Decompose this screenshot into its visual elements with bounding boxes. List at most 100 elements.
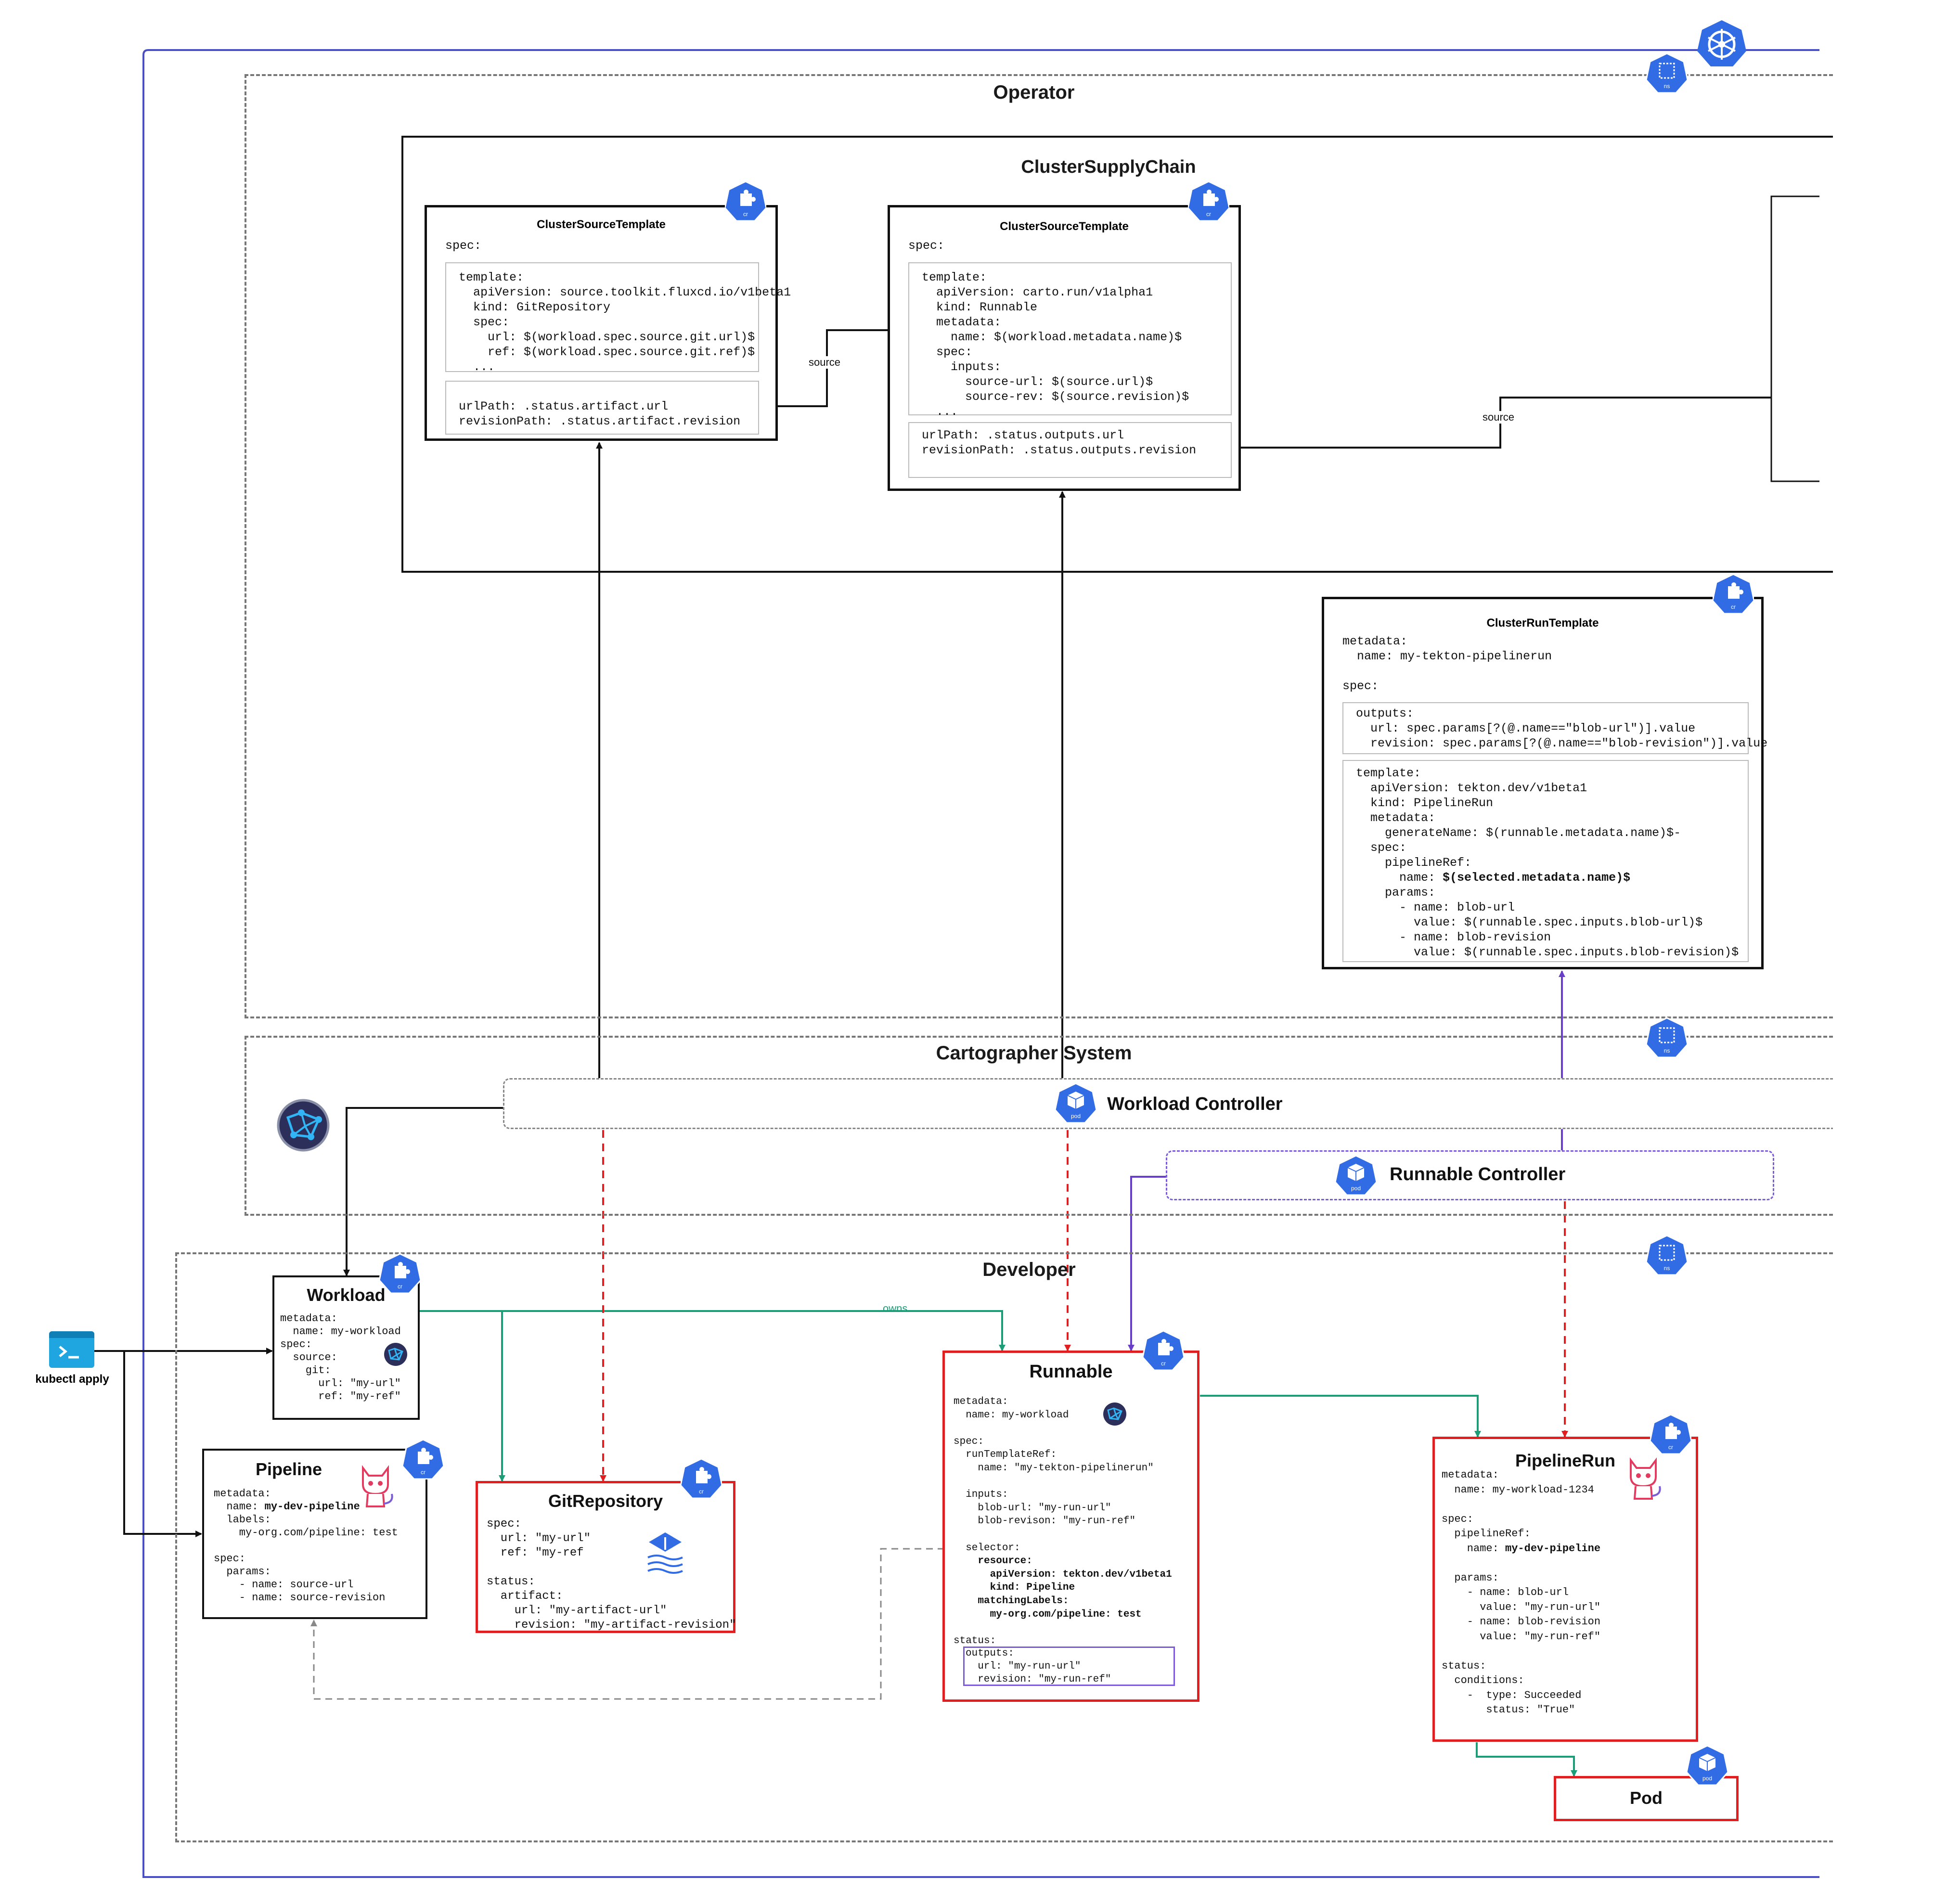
pod-badge-label: pod — [1070, 1113, 1081, 1119]
cr-badge-icon: cr — [379, 1252, 421, 1294]
pipeline-resource[interactable]: Pipeline metadata: name: my-dev-pipeline… — [202, 1449, 427, 1619]
workload-controller-label: Workload Controller — [1107, 1094, 1283, 1114]
edge-owns-gitrepository — [420, 1310, 505, 1482]
edge-owns-runnable — [420, 1310, 1006, 1351]
offpage-template-edge — [1770, 195, 1819, 482]
template-title: ClusterSourceTemplate — [537, 218, 666, 231]
runnable-controller-label: Runnable Controller — [1390, 1164, 1566, 1184]
template-paths-code: urlPath: .status.outputs.url revisionPat… — [922, 428, 1197, 457]
cartographer-small-icon — [383, 1342, 408, 1367]
cr-badge-label: cr — [421, 1469, 426, 1476]
pipelinerun-title: PipelineRun — [1515, 1451, 1616, 1470]
template-paths: urlPath: .status.artifact.url revisionPa… — [445, 381, 759, 435]
gitrepository-resource[interactable]: GitRepository spec: url: "my-url" ref: "… — [476, 1481, 736, 1633]
pipeline-title: Pipeline — [255, 1459, 322, 1479]
operator-zone: Operator — [245, 74, 1833, 1018]
edge-controller-workload — [343, 1107, 503, 1276]
template-title: ClusterSourceTemplate — [1000, 220, 1129, 233]
pod-badge-icon: pod — [1055, 1082, 1096, 1123]
pipeline-name: my-dev-pipeline — [264, 1501, 360, 1513]
pipeline-body-line-1: metadata: — [214, 1488, 271, 1500]
template-code: template: apiVersion: source.toolkit.flu… — [459, 270, 791, 374]
run-template-outputs-code: outputs: url: spec.params[?(@.name=="blo… — [1356, 707, 1768, 750]
template-body: template: apiVersion: carto.run/v1alpha1… — [908, 262, 1232, 419]
edge-runnable-controller-runnable — [1128, 1176, 1167, 1351]
kubernetes-icon — [1696, 19, 1747, 67]
run-template-code-pre: template: apiVersion: tekton.dev/v1beta1… — [1356, 766, 1681, 885]
run-template-code-post: params: - name: blob-url value: $(runnab… — [1385, 886, 1739, 959]
tekton-logo-icon — [356, 1463, 397, 1509]
flux-logo-icon — [645, 1531, 685, 1579]
kubectl-terminal-icon — [49, 1331, 94, 1368]
template-title: ClusterRunTemplate — [1486, 617, 1599, 630]
edge-selector-pipeline — [310, 1548, 944, 1700]
cartographer-system-title: Cartographer System — [936, 1042, 1132, 1064]
edge-label-owns: owns — [883, 1302, 908, 1314]
ns-badge-label: ns — [1663, 1265, 1670, 1272]
cr-badge-icon: cr — [681, 1457, 722, 1499]
template-spec-label: spec: — [445, 239, 482, 253]
workload-resource[interactable]: Workload metadata: name: my-workload spe… — [272, 1275, 420, 1420]
edge-label-source-1: source — [807, 356, 843, 369]
cr-badge-label: cr — [1206, 211, 1211, 218]
run-template-code: template: apiVersion: tekton.dev/v1beta1… — [1356, 766, 1739, 960]
cr-badge-icon: cr — [1188, 180, 1229, 221]
cluster-run-template: ClusterRunTemplate metadata: name: my-te… — [1322, 597, 1767, 969]
workload-controller[interactable]: Workload Controller — [503, 1078, 1833, 1129]
pipeline-body: metadata: name: my-dev-pipeline labels: … — [214, 1487, 398, 1604]
pod-title: Pod — [1630, 1788, 1663, 1808]
runnable-outputs: outputs: url: "my-run-url" revision: "my… — [966, 1648, 1111, 1685]
pipelinerun-pipeline-name: my-dev-pipeline — [1505, 1542, 1601, 1555]
run-template-metadata: metadata: name: my-tekton-pipelinerun sp… — [1342, 634, 1552, 693]
ns-badge-label: ns — [1663, 1047, 1670, 1054]
cr-badge-icon: cr — [725, 180, 766, 221]
pipelinerun-body-post: params: - name: blob-url value: "my-run-… — [1442, 1571, 1601, 1716]
cr-badge-label: cr — [699, 1488, 704, 1495]
pipelinerun-body: metadata: name: my-workload-1234 spec: p… — [1442, 1468, 1600, 1718]
pipeline-body-line-2: name: — [214, 1501, 265, 1513]
cartographer-logo — [276, 1098, 330, 1152]
ns-badge-label: ns — [1663, 83, 1670, 90]
cr-badge-label: cr — [398, 1283, 402, 1290]
edge-owns-pipelinerun — [1200, 1395, 1481, 1438]
cartographer-small-icon — [1102, 1402, 1127, 1427]
workload-title: Workload — [307, 1285, 386, 1305]
run-template-selected-name: $(selected.metadata.name)$ — [1443, 871, 1631, 885]
template-paths: urlPath: .status.outputs.url revisionPat… — [908, 422, 1232, 478]
runnable-title: Runnable — [1029, 1362, 1113, 1382]
runnable-body-pre: metadata: name: my-workload spec: runTem… — [954, 1396, 1154, 1554]
supply-chain-box: ClusterSupplyChain — [401, 136, 1833, 573]
cr-badge-icon: cr — [1713, 573, 1754, 614]
runnable-resource[interactable]: Runnable metadata: name: my-workload spe… — [942, 1351, 1199, 1702]
pipeline-body-rest: labels: my-org.com/pipeline: test spec: … — [214, 1514, 398, 1604]
runnable-outputs-box: outputs: url: "my-run-url" revision: "my… — [963, 1647, 1175, 1686]
cr-badge-label: cr — [1161, 1360, 1166, 1367]
cr-badge-label: cr — [1731, 604, 1736, 610]
gitrepository-title: GitRepository — [548, 1491, 663, 1511]
gitrepository-body: spec: url: "my-url" ref: "my-ref status:… — [487, 1518, 736, 1632]
cr-badge-icon: cr — [1143, 1329, 1184, 1371]
pipelinerun-resource[interactable]: PipelineRun metadata: name: my-workload-… — [1432, 1437, 1698, 1742]
cluster-source-template-git: ClusterSourceTemplate spec: template: ap… — [425, 205, 791, 441]
pod-badge-icon: pod — [1335, 1154, 1377, 1196]
kubectl-apply-label: kubectl apply — [35, 1373, 109, 1386]
run-template-outputs: outputs: url: spec.params[?(@.name=="blo… — [1342, 702, 1767, 754]
cr-badge-icon: cr — [402, 1438, 444, 1479]
template-paths-code: urlPath: .status.artifact.url revisionPa… — [459, 399, 741, 428]
runnable-controller[interactable]: Runnable Controller — [1166, 1150, 1774, 1200]
pod-badge-icon: pod — [1687, 1744, 1728, 1786]
runnable-selector-resource: resource: apiVersion: tekton.dev/v1beta1… — [978, 1556, 1172, 1620]
cr-badge-label: cr — [743, 211, 748, 218]
ns-badge-icon: ns — [1646, 52, 1688, 93]
edge-label-source-2: source — [1481, 411, 1517, 424]
template-code: template: apiVersion: carto.run/v1alpha1… — [922, 270, 1189, 419]
runnable-body: metadata: name: my-workload spec: runTem… — [954, 1395, 1172, 1647]
template-spec-label: spec: — [908, 239, 945, 253]
developer-zone: Developer — [175, 1252, 1833, 1842]
workload-body: metadata: name: my-workload spec: source… — [280, 1312, 401, 1402]
runnable-status-label: status: — [954, 1635, 996, 1647]
pod-badge-label: pod — [1351, 1185, 1361, 1192]
tekton-logo-icon — [1624, 1455, 1664, 1502]
